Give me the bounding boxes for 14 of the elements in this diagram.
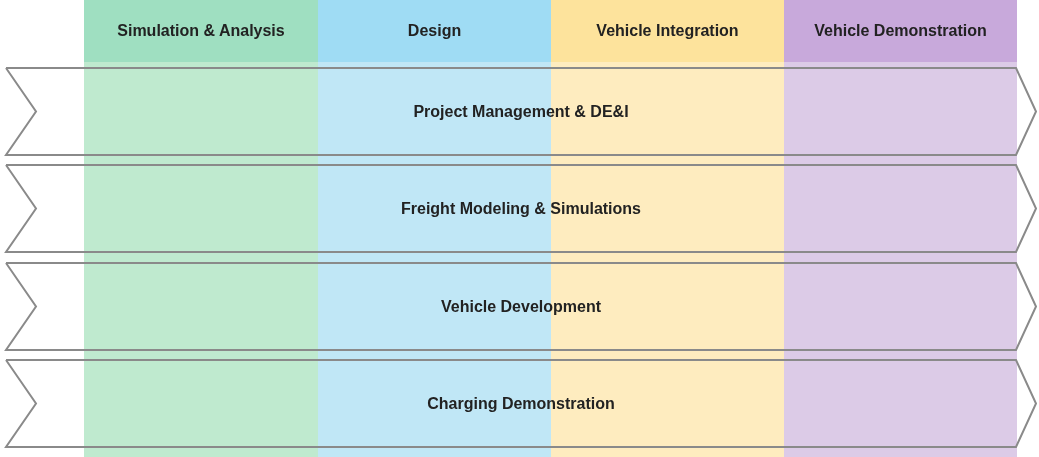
chevron-row	[6, 68, 1036, 155]
phase-title: Design	[407, 21, 462, 41]
workstream-label: Vehicle Development	[440, 297, 602, 316]
phase-column	[784, 0, 1017, 457]
workstream-label: Freight Modeling & Simulations	[401, 199, 641, 218]
chevron-row	[6, 360, 1036, 447]
phase-title: Simulation & Analysis	[117, 21, 285, 41]
workstream-label: Project Management & DE&I	[413, 102, 629, 121]
chevron-row	[6, 263, 1036, 350]
phase-title: Vehicle Integration	[596, 21, 739, 41]
chevron-row	[6, 165, 1036, 252]
phase-column	[84, 0, 318, 457]
phase-title: Vehicle Demonstration	[814, 21, 987, 41]
workstream-label: Charging Demonstration	[427, 394, 615, 413]
